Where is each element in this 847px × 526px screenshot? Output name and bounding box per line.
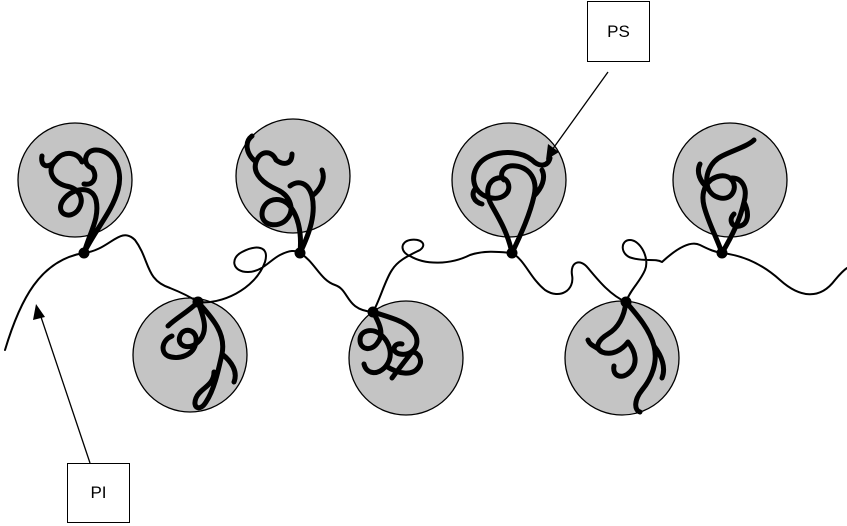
pi-label: PI: [90, 483, 107, 502]
node-2: [192, 296, 204, 308]
node-6: [620, 296, 632, 308]
node-4: [367, 306, 379, 318]
ps-arrowhead: [546, 144, 559, 160]
node-7: [716, 247, 728, 259]
ps-pointer: [546, 71, 609, 160]
coil-3: [244, 133, 326, 256]
pi-pointer: [33, 304, 91, 464]
globule-1: [17, 122, 133, 238]
coil-2: [160, 299, 238, 411]
coil-4: [357, 309, 423, 381]
pi-pointer-line: [39, 313, 91, 464]
coils: [39, 133, 757, 415]
ps-label: PS: [607, 21, 630, 41]
coil-6: [585, 299, 667, 415]
coil-5: [470, 150, 553, 256]
node-3: [294, 247, 306, 259]
coil-7: [695, 137, 757, 256]
coil-1: [39, 147, 122, 256]
junction-nodes: [78, 247, 728, 318]
ps-label-box: PS: [587, 1, 650, 62]
pi-backbone: [4, 234, 847, 351]
node-5: [506, 247, 518, 259]
ps-pointer-line: [551, 71, 609, 151]
node-1: [78, 247, 90, 259]
pi-label-box: PI: [67, 463, 130, 523]
pi-arrowhead: [33, 304, 45, 320]
